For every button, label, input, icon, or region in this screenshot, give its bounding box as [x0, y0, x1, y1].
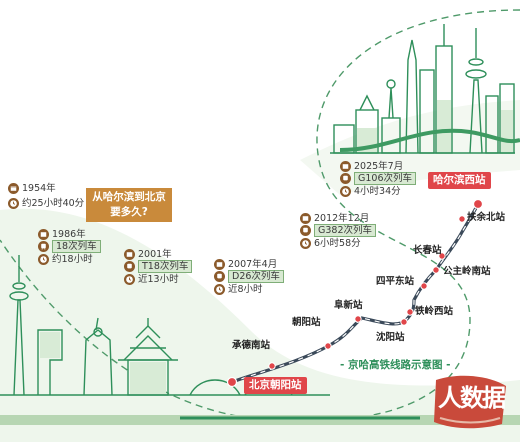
- station-dot-chaoyang: [324, 342, 332, 350]
- timeline-year: 2025年7月: [354, 161, 404, 172]
- harbin-skyline: [330, 24, 515, 154]
- timeline-duration: 约25小时40分: [22, 198, 85, 209]
- station-label-changchun: 长春站: [413, 245, 442, 256]
- timeline-year: 2012年12月: [314, 213, 370, 224]
- timeline-train: 18次列车: [52, 240, 101, 253]
- timeline-year: 1986年: [52, 229, 86, 240]
- timeline-duration: 近8小时: [228, 284, 263, 295]
- train-icon: [124, 261, 135, 272]
- sky-shade: [300, 100, 520, 195]
- station-dot-changchun: [438, 252, 446, 260]
- station-label-beijing-chaoyang: 北京朝阳站: [244, 377, 307, 394]
- calendar-icon: [214, 259, 225, 270]
- brand-logo-shape: [434, 375, 506, 429]
- station-dot-shenyang: [400, 318, 408, 326]
- clock-icon: [214, 284, 225, 295]
- harbin-ribbon: [339, 128, 520, 152]
- station-dot-harbin-west: [472, 198, 484, 210]
- station-label-tieling-west: 铁岭西站: [415, 306, 454, 317]
- timeline-duration: 6小时58分: [314, 238, 361, 249]
- clock-icon: [124, 274, 135, 285]
- station-label-gongzhuling-south: 公主岭南站: [443, 266, 491, 277]
- beijing-fill: [40, 332, 166, 394]
- calendar-icon: [124, 249, 135, 260]
- clock-icon: [8, 198, 19, 209]
- station-dot-beijing-chaoyang: [226, 376, 238, 388]
- station-dot-chengde-south: [268, 362, 276, 370]
- timeline-duration: 约18小时: [52, 254, 93, 265]
- question-line-1: 从哈尔滨到北京: [92, 191, 166, 203]
- station-dots: [226, 198, 484, 388]
- map-title: - 京哈高铁线路示意图 -: [340, 359, 451, 371]
- calendar-icon: [8, 183, 19, 194]
- station-label-siping-east: 四平东站: [376, 276, 415, 287]
- timeline-train: T18次列车: [138, 260, 193, 273]
- station-label-fuxin: 阜新站: [334, 300, 363, 311]
- station-label-chengde-south: 承德南站: [232, 340, 271, 351]
- station-label-chaoyang: 朝阳站: [292, 317, 321, 328]
- timeline-duration: 4小时34分: [354, 186, 401, 197]
- question-banner: 从哈尔滨到北京 要多久?: [86, 188, 172, 222]
- station-dot-siping-east: [420, 282, 428, 290]
- station-label-fuyu-north: 扶余北站: [467, 212, 506, 223]
- timeline-duration: 近13小时: [138, 274, 179, 285]
- clock-icon: [300, 238, 311, 249]
- station-dot-fuyu-north: [458, 215, 466, 223]
- brand-text: 人数据: [438, 383, 506, 412]
- station-label-harbin-west: 哈尔滨西站: [428, 172, 491, 189]
- train-icon: [340, 173, 351, 184]
- timeline-train: G382次列车: [314, 224, 376, 237]
- train-icon: [38, 241, 49, 252]
- station-dot-fuxin: [354, 315, 362, 323]
- calendar-icon: [300, 213, 311, 224]
- calendar-icon: [38, 229, 49, 240]
- timeline-year: 2001年: [138, 249, 172, 260]
- station-dot-tieling-west: [406, 308, 414, 316]
- timeline-train: G106次列车: [354, 172, 416, 185]
- brand-logo: 人数据: [430, 372, 510, 432]
- timeline-train: D26次列车: [228, 270, 284, 283]
- train-icon: [300, 225, 311, 236]
- question-line-2: 要多久?: [110, 206, 148, 218]
- station-dot-gongzhuling-south: [432, 266, 440, 274]
- timeline-year: 2007年4月: [228, 259, 278, 270]
- calendar-icon: [340, 161, 351, 172]
- clock-icon: [38, 254, 49, 265]
- station-label-shenyang: 沈阳站: [376, 332, 405, 343]
- train-icon: [214, 271, 225, 282]
- timeline-year: 1954年: [22, 183, 56, 194]
- clock-icon: [340, 186, 351, 197]
